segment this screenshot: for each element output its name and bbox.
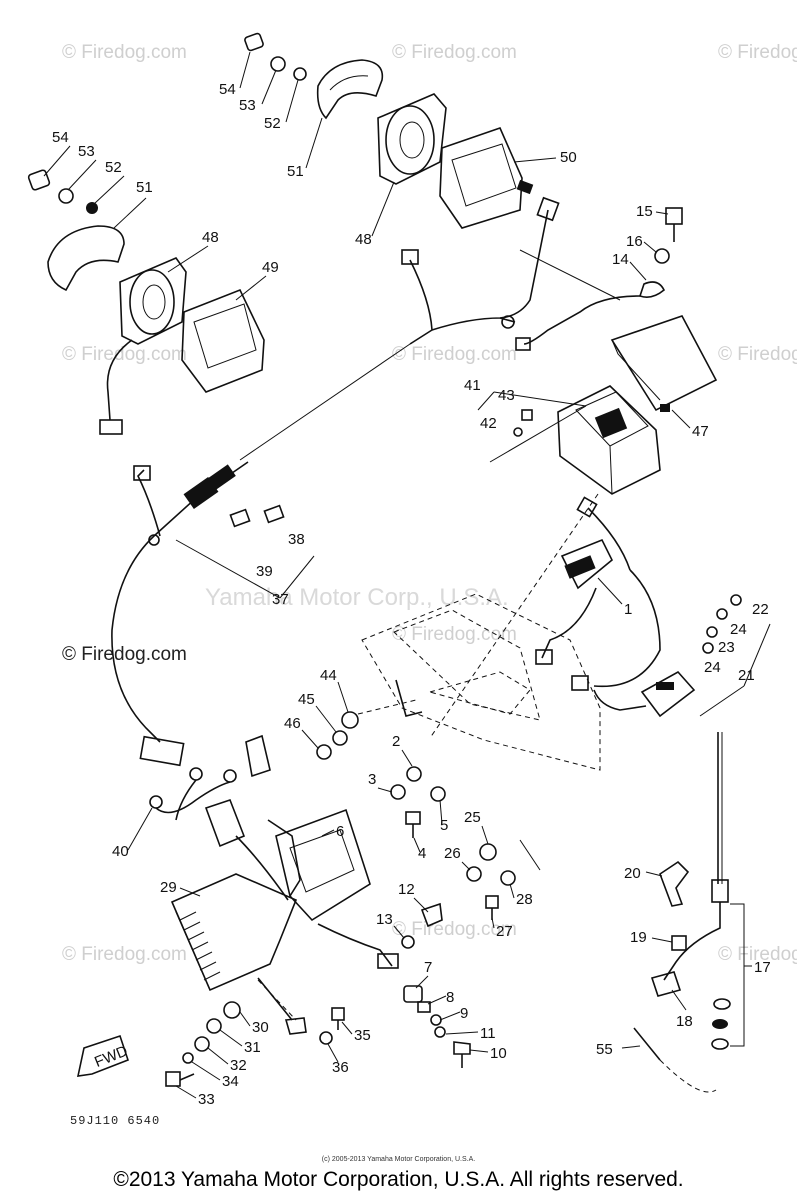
- part-label: 6: [336, 823, 344, 840]
- part-label: 13: [376, 911, 393, 928]
- watermark: © Firedog.com: [718, 42, 797, 63]
- part-label: 4: [418, 845, 426, 862]
- parts-15-16-14: [515, 207, 683, 351]
- speaker-assembly-upper: [244, 32, 534, 229]
- part-label: 53: [78, 143, 95, 160]
- speaker-assembly-lower: [27, 169, 265, 435]
- watermark: © Firedog.com: [62, 42, 187, 63]
- watermark: © Firedog.com: [392, 344, 517, 365]
- part-label: 53: [239, 97, 256, 114]
- part-label: 33: [198, 1091, 215, 1108]
- control-units-6-29: [170, 734, 399, 1021]
- part-label: 24: [704, 659, 721, 676]
- part-label: 23: [718, 639, 735, 656]
- main-harness: [111, 461, 315, 767]
- watermark: © Firedog.com: [62, 344, 187, 365]
- part-label: 25: [464, 809, 481, 826]
- parts-25-26-27-28: [466, 839, 541, 920]
- part-label: 12: [398, 881, 415, 898]
- part-label: 19: [630, 929, 647, 946]
- watermark: © Firedog.com: [718, 944, 797, 965]
- part-label: 47: [692, 423, 709, 440]
- part-label: 49: [262, 259, 279, 276]
- part-label: 22: [752, 601, 769, 618]
- part-label: 43: [498, 387, 515, 404]
- watermark: Yamaha Motor Corp., U.S.A.: [205, 584, 509, 611]
- part-47-tray: [610, 315, 718, 412]
- part-labels: 54 53 52 51 54 53 52 51 48 49 48 50 15 1…: [52, 81, 771, 1108]
- part-label: 37: [272, 591, 289, 608]
- part-label: 27: [496, 923, 513, 940]
- part-label: 21: [738, 667, 755, 684]
- leader-lines: [43, 51, 752, 1099]
- part-label: 51: [136, 179, 153, 196]
- watermark: © Firedog.com: [392, 42, 517, 63]
- part-label: 52: [105, 159, 122, 176]
- part-label: 5: [440, 817, 448, 834]
- part-label: 8: [446, 989, 454, 1006]
- watermark: © Firedog.com: [392, 624, 517, 645]
- part-label: 16: [626, 233, 643, 250]
- part-label: 28: [516, 891, 533, 908]
- part-label: 54: [219, 81, 236, 98]
- part-label: 48: [355, 231, 372, 248]
- part-label: 29: [160, 879, 177, 896]
- part-label: 35: [354, 1027, 371, 1044]
- part-label: 34: [222, 1073, 239, 1090]
- part-label: 36: [332, 1059, 349, 1076]
- part-label: 55: [596, 1041, 613, 1058]
- parts-12-13: [401, 902, 443, 949]
- part-label: 38: [288, 531, 305, 548]
- heat-sink-fins: [179, 911, 221, 981]
- part-label: 42: [480, 415, 497, 432]
- part-label: 39: [256, 563, 273, 580]
- parts-30-36: [165, 1001, 345, 1087]
- part-label: 52: [264, 115, 281, 132]
- part-label: 32: [230, 1057, 247, 1074]
- watermark: © Firedog.com: [62, 644, 187, 665]
- fwd-arrow: FWD: [76, 1034, 130, 1077]
- copyright-main: ©2013 Yamaha Motor Corporation, U.S.A. A…: [113, 1168, 684, 1191]
- part-label: 3: [368, 771, 376, 788]
- watermark: © Firedog.com: [62, 944, 187, 965]
- part-label: 41: [464, 377, 481, 394]
- part-label: 40: [112, 843, 129, 860]
- part-label: 51: [287, 163, 304, 180]
- part-label: 48: [202, 229, 219, 246]
- parts-2-3-4-5: [390, 766, 446, 838]
- part-label: 7: [424, 959, 432, 976]
- part-label: 1: [624, 601, 632, 618]
- part-label: 54: [52, 129, 69, 146]
- part-label: 46: [284, 715, 301, 732]
- part-label: 30: [252, 1019, 269, 1036]
- drawing-code: 59J110 6540: [70, 1114, 161, 1128]
- parts-7-11: [403, 985, 471, 1068]
- part-label: 45: [298, 691, 315, 708]
- part-label: 17: [754, 959, 771, 976]
- parts-44-45-46: [316, 699, 417, 760]
- watermark-layer: © Firedog.com © Firedog.com © Firedog.co…: [62, 42, 797, 965]
- copyright-small: (c) 2005-2013 Yamaha Motor Corporation, …: [321, 1156, 476, 1163]
- part-label: 11: [480, 1025, 496, 1042]
- console-housing: [361, 496, 771, 771]
- part-label: 14: [612, 251, 629, 268]
- part-41-box: [429, 385, 661, 739]
- part-label: 26: [444, 845, 461, 862]
- wire-harness: [239, 196, 621, 461]
- antenna-assembly: [633, 732, 745, 1093]
- part-label: 24: [730, 621, 747, 638]
- part-label: 10: [490, 1045, 507, 1062]
- part-label: 50: [560, 149, 577, 166]
- part-label: 2: [392, 733, 400, 750]
- part-40-leads: [149, 767, 237, 821]
- watermark: © Firedog.com: [718, 344, 797, 365]
- part-label: 44: [320, 667, 337, 684]
- part-label: 31: [244, 1039, 261, 1056]
- part-label: 20: [624, 865, 641, 882]
- part-label: 18: [676, 1013, 693, 1030]
- part-label: 15: [636, 203, 653, 220]
- watermark: © Firedog.com: [392, 919, 517, 940]
- part-label: 9: [460, 1005, 468, 1022]
